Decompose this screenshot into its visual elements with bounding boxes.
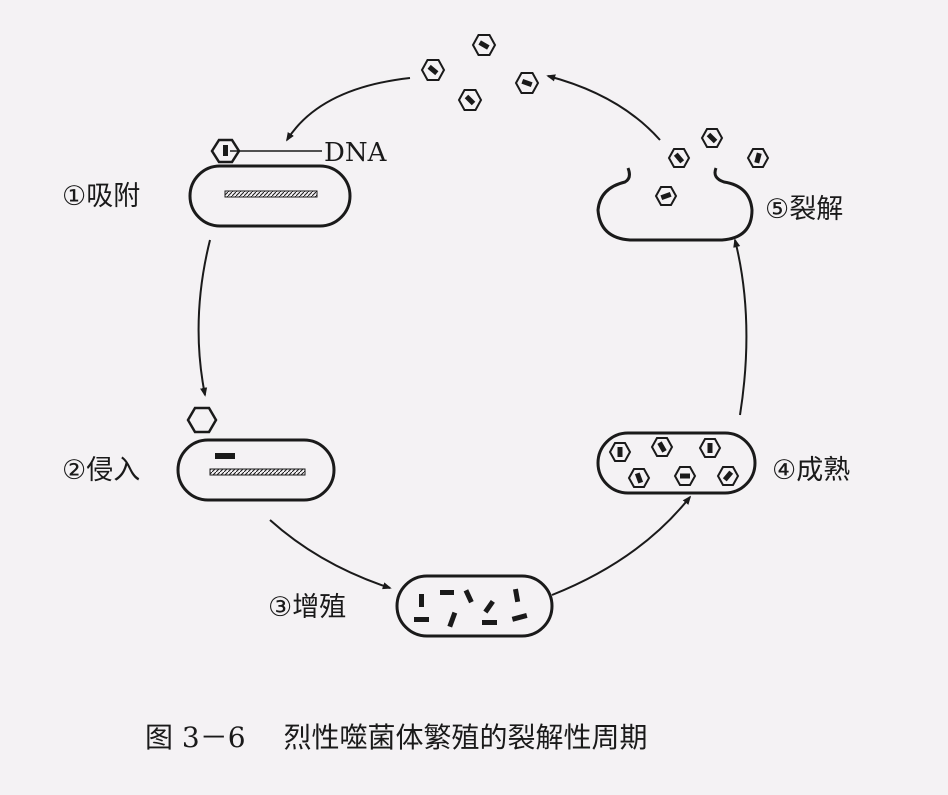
stage-1-adsorption-cell bbox=[188, 138, 352, 228]
empty-phage-capsid-icon bbox=[186, 406, 218, 434]
stage-2-penetration-cell bbox=[176, 406, 336, 502]
bacterium-cell bbox=[176, 438, 336, 502]
stage-1-label: ①吸附 bbox=[62, 181, 141, 212]
arrow-maturation-to-lysis bbox=[733, 238, 748, 416]
replicated-dna-fragments bbox=[414, 588, 528, 628]
figure-title: 烈性噬菌体繁殖的裂解性周期 bbox=[283, 721, 648, 754]
injected-phage-dna bbox=[215, 453, 235, 459]
stage-3-replication-cell bbox=[395, 574, 554, 638]
stage-4-label: ④成熟 bbox=[772, 455, 851, 486]
arrow-release-to-adsorption bbox=[286, 77, 411, 142]
stage-5-lysis-cell bbox=[596, 128, 770, 242]
arrow-lysis-to-release bbox=[546, 74, 661, 141]
free-phages bbox=[420, 34, 540, 111]
figure-number: 图 3－6 bbox=[145, 721, 246, 754]
bacterium-cell bbox=[395, 574, 554, 638]
figure-caption: 图 3－6 烈性噬菌体繁殖的裂解性周期 bbox=[145, 716, 648, 756]
released-phages-near-cell bbox=[654, 128, 770, 206]
stage-2-label: ②侵入 bbox=[62, 455, 141, 486]
bacterium-cell bbox=[188, 164, 352, 228]
dna-label: DNA bbox=[324, 138, 387, 168]
host-dna-strand bbox=[209, 468, 306, 476]
stage-4-maturation-cell bbox=[596, 431, 757, 495]
bacterium-cell bbox=[596, 431, 757, 495]
arrow-penetration-to-replication bbox=[269, 519, 392, 590]
ruptured-bacterium-cell bbox=[596, 167, 754, 242]
cycle-arrows bbox=[197, 74, 748, 596]
assembled-phages bbox=[608, 437, 740, 488]
arrow-replication-to-maturation bbox=[551, 495, 692, 596]
stage-5-label: ⑤裂解 bbox=[765, 194, 844, 225]
arrow-adsorption-to-penetration bbox=[197, 239, 211, 397]
stage-3-label: ③增殖 bbox=[268, 592, 347, 623]
host-dna-strand bbox=[224, 190, 318, 198]
